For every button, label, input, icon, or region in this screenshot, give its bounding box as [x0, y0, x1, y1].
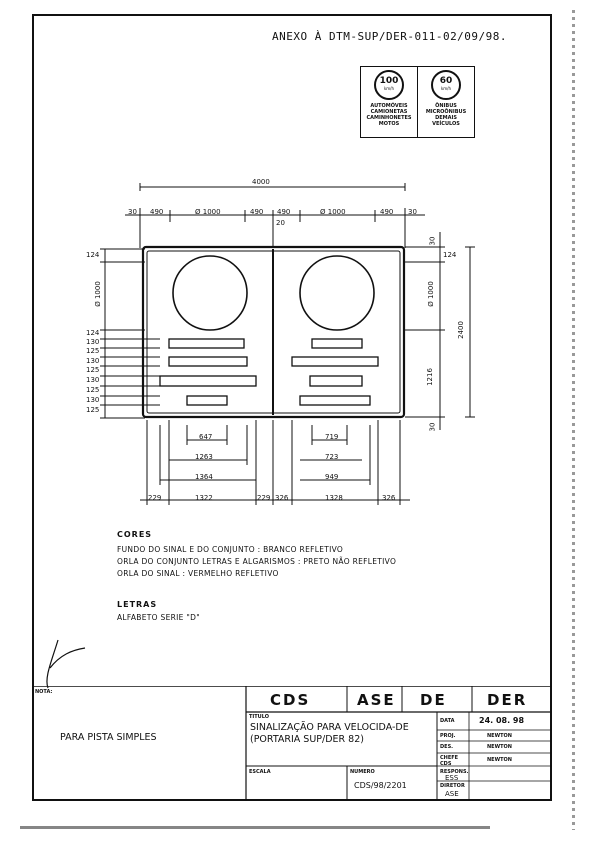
- legend-right-text: ÔNIBUS MICROÔNIBUS DEMAIS VEÍCULOS: [426, 103, 466, 127]
- dim-label: 124: [443, 251, 457, 259]
- scan-edge: [20, 826, 490, 829]
- legend-line: AUTOMÓVEIS: [370, 103, 408, 109]
- titulo-text: SINALIZAÇÃO PARA VELOCIDA-DE (PORTARIA S…: [250, 722, 409, 745]
- title-block: NOTA: PARA PISTA SIMPLES CDS ASE DE DER …: [32, 686, 552, 801]
- dim-total-height: 2400: [456, 321, 465, 339]
- dim-label: 20: [276, 219, 285, 227]
- dim-label: 490: [150, 208, 164, 216]
- header-ase: ASE: [357, 691, 396, 709]
- dim-label: Ø 1000: [426, 281, 435, 307]
- cores-line: FUNDO DO SINAL E DO CONJUNTO : BRANCO RE…: [117, 545, 344, 554]
- dim-label: 326: [275, 494, 289, 502]
- titulo-label: TITULO: [249, 714, 269, 720]
- speed-plate-icon: 60 km/h: [431, 70, 461, 100]
- dim-label: 229: [148, 494, 162, 502]
- dim-label: 723: [325, 453, 339, 461]
- annex-reference: ANEXO À DTM-SUP/DER-011-02/09/98.: [272, 30, 508, 43]
- dim-label: 125: [86, 347, 100, 355]
- legend-line: CAMINHONETES: [366, 115, 412, 121]
- row-value: NEWTON: [487, 757, 512, 763]
- dim-label: 229: [257, 494, 271, 502]
- dim-label: 326: [382, 494, 396, 502]
- dim-total-width: 4000: [252, 178, 270, 186]
- dim-label: Ø 1000: [93, 281, 102, 307]
- speed-legend: 100 km/h AUTOMÓVEIS CAMIONETAS CAMINHONE…: [360, 66, 475, 138]
- dim-label: Ø 1000: [320, 208, 346, 216]
- dim-label: 1263: [195, 453, 213, 461]
- nota-label: NOTA:: [35, 689, 53, 695]
- nota-text: PARA PISTA SIMPLES: [60, 732, 157, 743]
- cores-line: ORLA DO CONJUNTO LETRAS E ALGARISMOS : P…: [117, 557, 397, 566]
- dim-label: 490: [277, 208, 291, 216]
- legend-right: 60 km/h ÔNIBUS MICROÔNIBUS DEMAIS VEÍCUL…: [418, 67, 474, 137]
- cores-title: CORES: [117, 530, 153, 539]
- row-label: RESPONS.: [440, 769, 469, 775]
- row-label: CHEFE CDS: [440, 755, 459, 767]
- cores-line: ORLA DO SINAL : VERMELHO REFLETIVO: [117, 569, 279, 578]
- speed-value: 60: [439, 76, 453, 86]
- numero-value: CDS/98/2201: [354, 781, 407, 790]
- legend-line: ÔNIBUS: [435, 103, 457, 109]
- dim-label: 719: [325, 433, 339, 441]
- dim-label: 1364: [195, 473, 213, 481]
- dim-label: 130: [86, 396, 100, 404]
- row-label: DATA: [440, 718, 455, 724]
- row-label: PROJ.: [440, 733, 456, 739]
- dim-label: 130: [86, 376, 100, 384]
- letras-title: LETRAS: [117, 600, 158, 609]
- dim-label: 1322: [195, 494, 213, 502]
- row-label: DIRETOR: [440, 783, 465, 789]
- legend-left: 100 km/h AUTOMÓVEIS CAMIONETAS CAMINHONE…: [361, 67, 418, 137]
- legend-line: MICROÔNIBUS: [425, 109, 467, 115]
- drawing-frame: [32, 14, 552, 801]
- dim-label: 124: [86, 329, 100, 337]
- legend-line: DEMAIS: [435, 115, 457, 121]
- sign-drawing: [46, 183, 475, 689]
- dim-label: 30: [428, 236, 437, 246]
- dim-label: 490: [250, 208, 264, 216]
- dim-label: 1216: [425, 368, 434, 386]
- numero-label: NUMERO: [350, 769, 375, 775]
- dim-label: 30: [128, 208, 137, 216]
- dim-label: 30: [428, 422, 437, 432]
- dim-label: 490: [380, 208, 394, 216]
- legend-left-text: AUTOMÓVEIS CAMIONETAS CAMINHONETES MOTOS: [366, 103, 411, 127]
- dim-label: 124: [86, 251, 100, 259]
- dim-label: 125: [86, 366, 100, 374]
- row-value: ASE: [445, 790, 459, 798]
- dim-label: 647: [199, 433, 213, 441]
- header-cds: CDS: [270, 691, 311, 709]
- speed-plate-icon: 100 km/h: [374, 70, 404, 100]
- dim-label: 30: [408, 208, 417, 216]
- header-der: DER: [487, 691, 528, 709]
- signature-icon: [46, 639, 86, 689]
- legend-line: VEÍCULOS: [432, 121, 460, 127]
- row-label: DES.: [440, 744, 454, 750]
- row-value: 24. 08. 98: [479, 716, 525, 725]
- dim-label: 125: [86, 386, 100, 394]
- escala-label: ESCALA: [249, 769, 271, 775]
- dim-label: 130: [86, 357, 100, 365]
- title-block-grid: [32, 686, 552, 801]
- dim-label: 130: [86, 338, 100, 346]
- legend-line: MOTOS: [378, 121, 400, 127]
- legend-line: CAMIONETAS: [370, 109, 408, 115]
- row-value: NEWTON: [487, 733, 512, 739]
- speed-unit: km/h: [383, 86, 395, 91]
- row-value: ESS: [445, 774, 459, 782]
- dim-label: 949: [325, 473, 339, 481]
- row-value: NEWTON: [487, 744, 512, 750]
- speed-unit: km/h: [440, 86, 452, 91]
- header-de: DE: [420, 691, 447, 709]
- scan-edge: [572, 10, 575, 830]
- dim-label: Ø 1000: [195, 208, 221, 216]
- dim-label: 1328: [325, 494, 343, 502]
- dim-label: 125: [86, 406, 100, 414]
- letras-line: ALFABETO SERIE "D": [117, 613, 200, 622]
- speed-value: 100: [379, 76, 399, 86]
